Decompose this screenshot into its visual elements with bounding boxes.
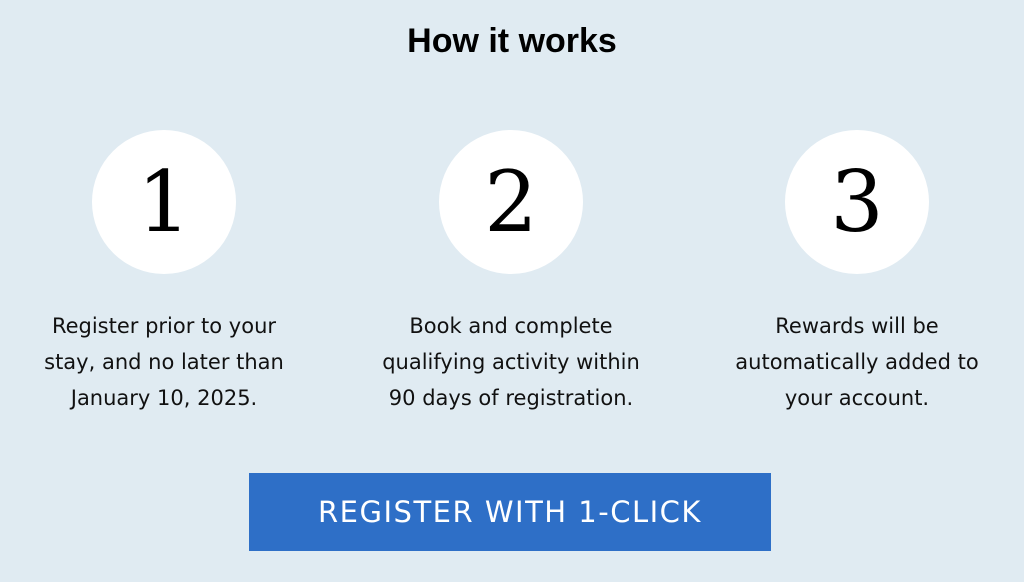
step-number: 2	[439, 130, 583, 274]
step-1: 1 Register prior to your stay, and no la…	[14, 130, 314, 416]
register-button[interactable]: REGISTER WITH 1-CLICK	[249, 473, 771, 551]
step-number: 3	[785, 130, 929, 274]
step-description: Book and complete qualifying activity wi…	[382, 314, 640, 410]
page-title: How it works	[407, 22, 617, 60]
step-description: Rewards will be automatically added to y…	[735, 314, 979, 410]
step-description: Register prior to your stay, and no late…	[44, 314, 284, 410]
step-number: 1	[92, 130, 236, 274]
step-2: 2 Book and complete qualifying activity …	[361, 130, 661, 416]
step-3: 3 Rewards will be automatically added to…	[707, 130, 1007, 416]
